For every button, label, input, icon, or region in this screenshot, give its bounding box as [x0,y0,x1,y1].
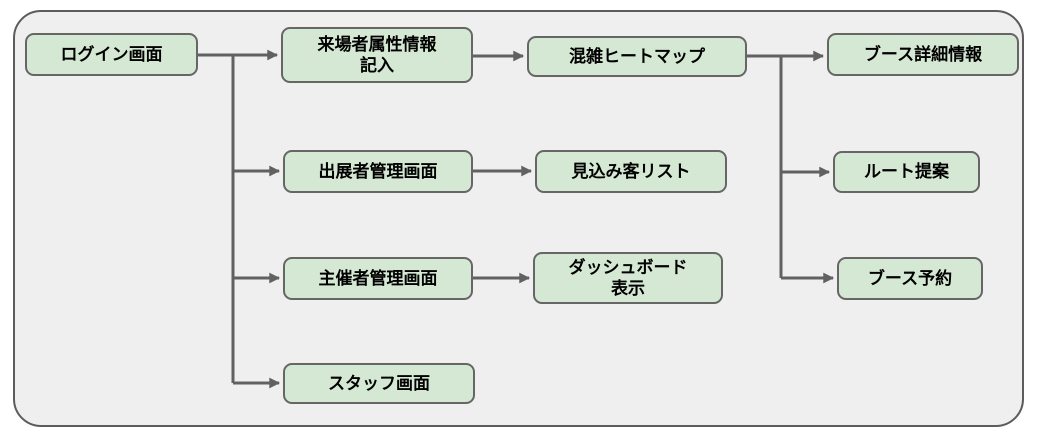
node-booth-detail-info: ブース詳細情報 [827,33,1019,76]
node-visitor-attribute-entry: 来場者属性情報 記入 [281,27,473,83]
node-route-suggestion: ルート提案 [833,151,980,193]
node-congestion-heatmap: 混雑ヒートマップ [527,36,747,77]
node-organizer-admin-screen: 主催者管理画面 [283,257,473,300]
node-booth-reservation: ブース予約 [837,257,983,300]
node-staff-screen: スタッフ画面 [283,363,475,404]
node-prospect-list: 見込み客リスト [535,150,727,193]
node-exhibitor-admin-screen: 出展者管理画面 [283,150,473,193]
node-login-screen: ログイン画面 [25,33,198,76]
node-dashboard-display: ダッシュボード 表示 [533,252,723,304]
diagram-canvas [13,10,1024,427]
